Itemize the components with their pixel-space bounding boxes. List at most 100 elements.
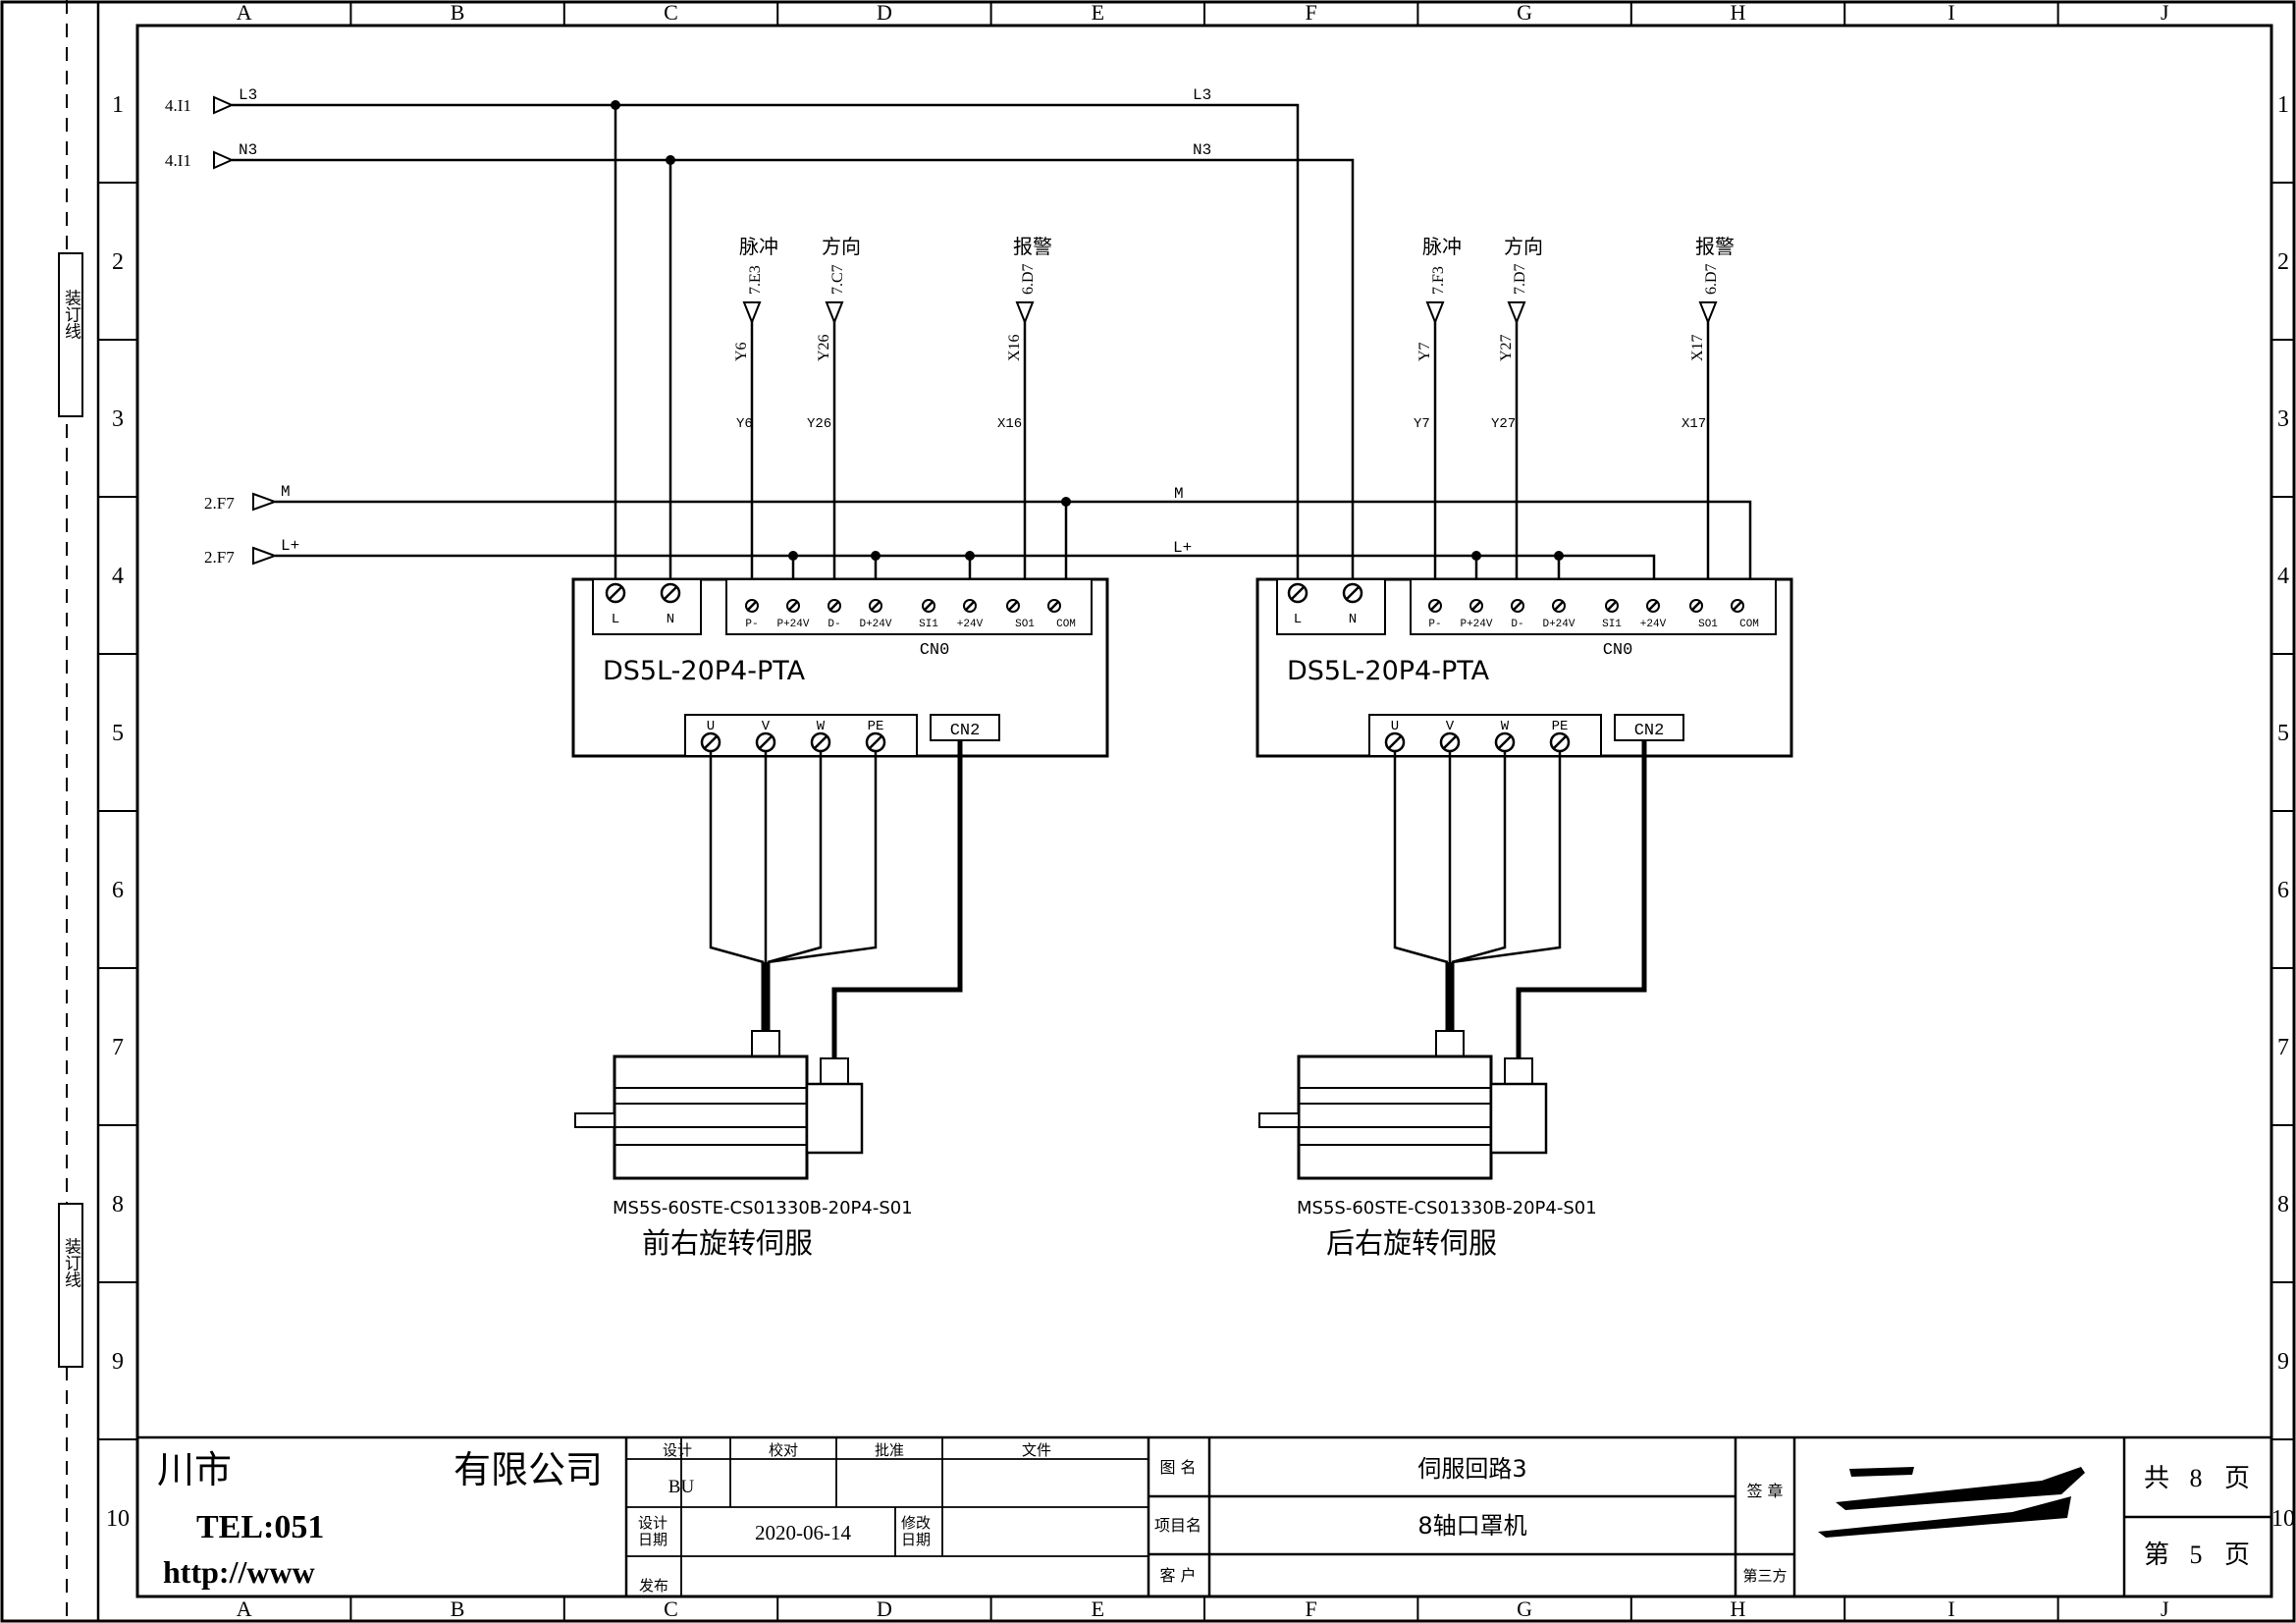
drive-model: DS5L-20P4-PTA bbox=[1287, 656, 1490, 686]
terminal-label-so1: SO1 bbox=[1698, 619, 1718, 630]
column-label: H bbox=[1731, 0, 1746, 25]
terminal-label-l: L bbox=[612, 612, 619, 627]
l3-rail-label-right: L3 bbox=[1193, 86, 1211, 104]
motor-encoder bbox=[805, 1082, 864, 1155]
signal-ref-alarm: 6.D7 bbox=[1020, 263, 1037, 295]
column-label: C bbox=[664, 1596, 678, 1621]
l3-rail-label: L3 bbox=[239, 86, 257, 104]
screw-slot bbox=[663, 585, 678, 601]
lp-rail-label-right: L+ bbox=[1173, 539, 1192, 557]
screw-slot bbox=[1442, 734, 1458, 750]
binding-line-bottom: 装订线 bbox=[58, 1203, 83, 1368]
row-label: 2 bbox=[112, 249, 124, 275]
wire-number-pulse: Y6 bbox=[736, 416, 753, 432]
column-label: E bbox=[1092, 1596, 1104, 1621]
row-label: 9 bbox=[2277, 1349, 2289, 1375]
signal-ref-direction: 7.D7 bbox=[1512, 263, 1528, 295]
screw-slot bbox=[1387, 734, 1403, 750]
drawing-name: 伺服回路3 bbox=[1417, 1455, 1526, 1483]
column-label: J bbox=[2161, 0, 2169, 25]
publish-label: 发布 bbox=[639, 1577, 668, 1595]
screw-slot bbox=[703, 734, 719, 750]
lp-rail-label: L+ bbox=[281, 537, 299, 555]
cn2-connector bbox=[930, 714, 1000, 741]
company-tel: TEL:051 bbox=[196, 1509, 324, 1545]
column-label: I bbox=[1948, 0, 1954, 25]
terminal-label-n: N bbox=[667, 612, 674, 627]
customer-label: 客 户 bbox=[1159, 1566, 1196, 1585]
signal-tag-direction: Y26 bbox=[816, 334, 832, 361]
drive-unit-front-right: 脉冲 方向 报警 7.E3 7.C7 6.D7 Y6 Y26 X16 Y6 Y2… bbox=[571, 235, 1109, 1260]
motor-model: MS5S-60STE-CS01330B-20P4-S01 bbox=[613, 1198, 913, 1218]
m-rail-label-right: M bbox=[1174, 485, 1184, 503]
terminal-label-plus24v: +24V bbox=[957, 619, 984, 630]
terminal-label-p-minus: P- bbox=[745, 619, 758, 630]
wire-number-direction: Y27 bbox=[1491, 416, 1516, 432]
screw-slot bbox=[1647, 600, 1659, 612]
approve-label: 批准 bbox=[875, 1441, 904, 1459]
row-label: 10 bbox=[2271, 1506, 2295, 1532]
page-prefix: 第 bbox=[2144, 1541, 2169, 1570]
motor-terminal-label-v: V bbox=[762, 719, 771, 734]
terminal-label-d-minus: D- bbox=[828, 619, 840, 630]
motor-model: MS5S-60STE-CS01330B-20P4-S01 bbox=[1297, 1198, 1597, 1218]
binding-line-top: 装订线 bbox=[58, 252, 83, 417]
screw-slot bbox=[870, 600, 881, 612]
screw-slot bbox=[1429, 600, 1441, 612]
motor-terminal-label-pe: PE bbox=[868, 719, 884, 734]
motor-encoder bbox=[1489, 1082, 1548, 1155]
cn2-connector bbox=[1614, 714, 1684, 741]
terminal-label-p-24v: P+24V bbox=[1460, 619, 1492, 630]
terminal-label-l: L bbox=[1294, 612, 1302, 627]
terminal-label-so1: SO1 bbox=[1015, 619, 1035, 630]
screw-slot bbox=[1512, 600, 1523, 612]
screw-slot bbox=[787, 600, 799, 612]
row-label: 8 bbox=[2277, 1192, 2289, 1217]
binding-label-bottom: 装订线 bbox=[61, 1237, 81, 1287]
screw-slot bbox=[758, 734, 774, 750]
terminal-label-p-24v: P+24V bbox=[776, 619, 809, 630]
cn0-terminals bbox=[745, 599, 1061, 613]
column-label: E bbox=[1092, 0, 1104, 25]
terminal-label-com: COM bbox=[1739, 619, 1759, 630]
screw-slot bbox=[1690, 600, 1702, 612]
row-label: 4 bbox=[112, 564, 124, 589]
signal-name-pulse: 脉冲 bbox=[1422, 235, 1462, 258]
row-label: 3 bbox=[2277, 406, 2289, 432]
cn2-label: CN2 bbox=[950, 722, 981, 740]
file-label: 文件 bbox=[1022, 1441, 1051, 1459]
page-suffix: 页 bbox=[2224, 1541, 2250, 1570]
signal-name-alarm: 报警 bbox=[1695, 235, 1735, 258]
wire-number-pulse: Y7 bbox=[1414, 416, 1430, 432]
row-label: 5 bbox=[112, 721, 124, 746]
screw-slot bbox=[746, 600, 758, 612]
cn0-label: CN0 bbox=[920, 641, 950, 660]
row-label: 3 bbox=[112, 406, 124, 432]
drive-unit-rear-right: 脉冲 方向 报警 7.F3 7.D7 6.D7 Y7 Y27 X17 Y7 Y2… bbox=[1255, 235, 1793, 1260]
total-pages-suffix: 页 bbox=[2224, 1464, 2250, 1493]
column-label: J bbox=[2161, 1596, 2169, 1621]
signal-name-direction: 方向 bbox=[1504, 235, 1543, 258]
screw-slot bbox=[1007, 600, 1019, 612]
signal-ref-direction: 7.C7 bbox=[829, 264, 846, 295]
signal-ref-alarm: 6.D7 bbox=[1703, 263, 1720, 295]
motor-terminal-label-w: W bbox=[817, 719, 826, 734]
column-label: D bbox=[877, 1596, 892, 1621]
title-block: 川市 有限公司 TEL:051 http://www 设计 校对 批准 文件 发… bbox=[137, 1435, 2271, 1596]
terminal-label-p-minus: P- bbox=[1428, 619, 1441, 630]
design-date: 2020-06-14 bbox=[755, 1521, 851, 1544]
motor-terminal-label-u: U bbox=[1391, 719, 1399, 734]
terminal-label-d-24v: D+24V bbox=[859, 619, 891, 630]
column-label: F bbox=[1306, 0, 1317, 25]
column-label: D bbox=[877, 0, 892, 25]
screw-slot bbox=[1553, 600, 1565, 612]
rail-junctions bbox=[611, 100, 1564, 561]
signal-tag-alarm: X17 bbox=[1689, 334, 1706, 361]
row-label: 6 bbox=[112, 878, 124, 903]
signal-name-pulse: 脉冲 bbox=[739, 235, 778, 258]
signal-ref-pulse: 7.E3 bbox=[747, 265, 764, 295]
cn2-label: CN2 bbox=[1634, 722, 1665, 740]
screw-slot bbox=[1732, 600, 1743, 612]
binding-label-top: 装订线 bbox=[61, 289, 81, 339]
